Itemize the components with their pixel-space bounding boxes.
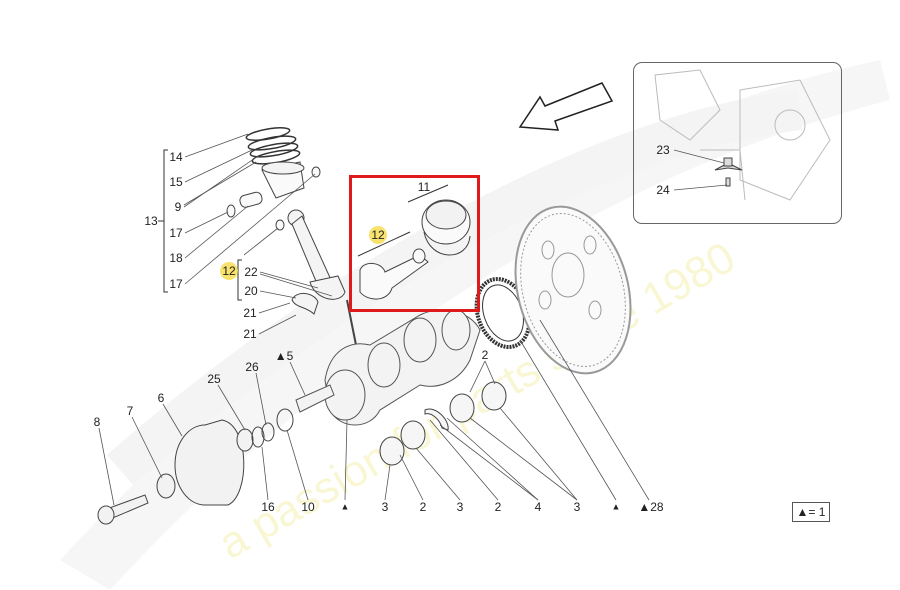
callout-15[interactable]: 15 bbox=[169, 175, 183, 189]
callout-21-upper[interactable]: 21 bbox=[243, 306, 257, 320]
callout-3-b[interactable]: 3 bbox=[456, 500, 464, 514]
callout-23[interactable]: 23 bbox=[656, 143, 670, 157]
callout-13[interactable]: 13 bbox=[144, 214, 158, 228]
direction-arrow-icon bbox=[518, 82, 614, 131]
callout-17-lower[interactable]: 17 bbox=[169, 277, 183, 291]
callout-20[interactable]: 20 bbox=[244, 284, 258, 298]
callout-10[interactable]: 10 bbox=[301, 500, 315, 514]
callout-17-upper[interactable]: 17 bbox=[169, 226, 183, 240]
quantity-legend: ▲= 1 bbox=[792, 502, 830, 522]
callout-9[interactable]: 9 bbox=[174, 200, 182, 214]
callout-4[interactable]: 4 bbox=[534, 500, 542, 514]
inset-detail-panel bbox=[633, 62, 842, 224]
callout-triangle-ring[interactable]: ▲ bbox=[611, 501, 621, 512]
callout-11[interactable]: 11 bbox=[417, 180, 431, 194]
callout-2-top[interactable]: 2 bbox=[481, 348, 489, 362]
callout-16[interactable]: 16 bbox=[261, 500, 275, 514]
callout-7[interactable]: 7 bbox=[126, 404, 134, 418]
callout-triangle-crankshaft[interactable]: ▲ bbox=[340, 501, 350, 512]
callout-22[interactable]: 22 bbox=[244, 265, 258, 279]
legend-text: ▲= 1 bbox=[796, 505, 826, 519]
callout-14[interactable]: 14 bbox=[169, 150, 183, 164]
callout-28[interactable]: ▲28 bbox=[638, 500, 664, 514]
callout-8[interactable]: 8 bbox=[93, 415, 101, 429]
callout-3-a[interactable]: 3 bbox=[381, 500, 389, 514]
callout-21-lower[interactable]: 21 bbox=[243, 327, 257, 341]
callout-26[interactable]: 26 bbox=[245, 360, 259, 374]
callout-12-boxed[interactable]: 12 bbox=[371, 228, 385, 242]
callout-2-a[interactable]: 2 bbox=[419, 500, 427, 514]
highlight-marker-12a bbox=[220, 262, 238, 280]
callout-3-c[interactable]: 3 bbox=[573, 500, 581, 514]
callout-25[interactable]: 25 bbox=[207, 372, 221, 386]
selected-assembly-box[interactable] bbox=[349, 175, 480, 312]
callout-24[interactable]: 24 bbox=[656, 183, 670, 197]
highlight-marker-12b bbox=[369, 226, 387, 244]
callout-2-b[interactable]: 2 bbox=[494, 500, 502, 514]
callout-6[interactable]: 6 bbox=[157, 391, 165, 405]
callout-12-left[interactable]: 12 bbox=[222, 264, 236, 278]
callout-18[interactable]: 18 bbox=[169, 251, 183, 265]
callout-5[interactable]: ▲5 bbox=[274, 349, 294, 363]
